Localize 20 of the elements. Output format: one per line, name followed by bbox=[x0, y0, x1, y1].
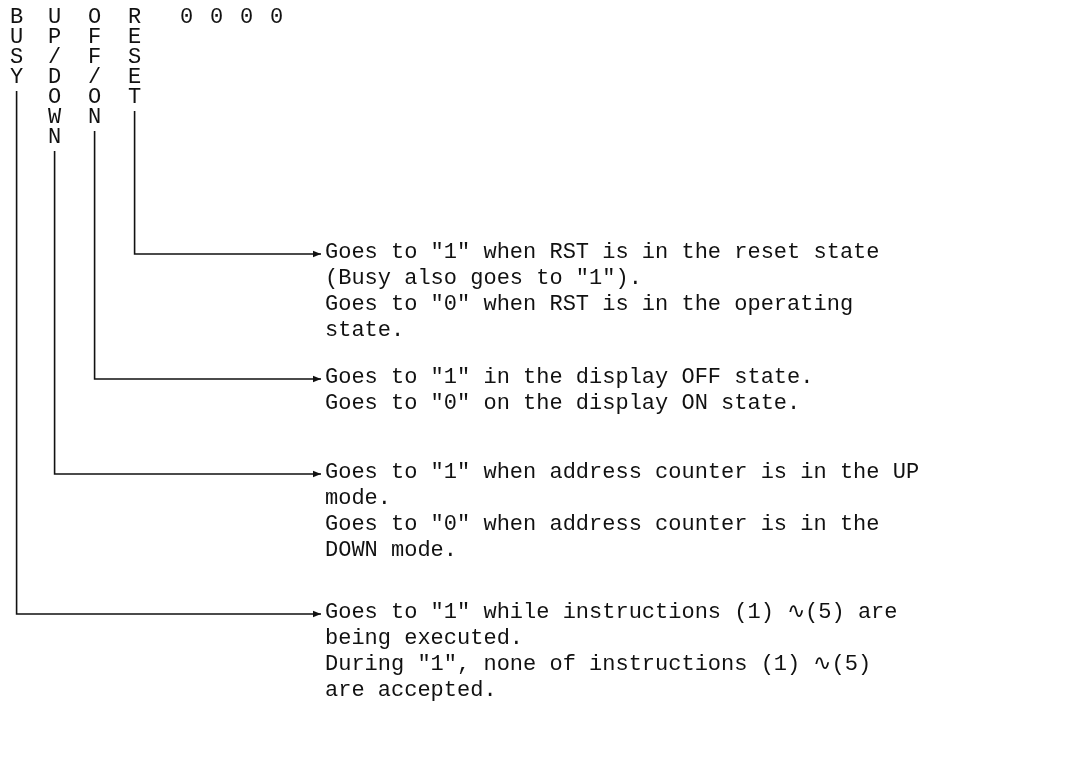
bit-label: RESET bbox=[128, 8, 142, 108]
description-text: Goes to "1" when address counter is in the UP mode. bbox=[325, 460, 920, 512]
bit-value: 0 bbox=[240, 8, 254, 28]
bit-value: 0 bbox=[210, 8, 224, 28]
arrow bbox=[93, 130, 322, 383]
bit-label: BUSY bbox=[10, 8, 24, 88]
description-text: Goes to "1" when RST is in the reset state (Busy also goes to "1"). bbox=[325, 240, 881, 292]
arrow bbox=[133, 110, 322, 258]
arrow bbox=[53, 150, 322, 478]
description-text: During "1", none of instructions (1) ∿(5) are accepted. bbox=[325, 652, 873, 704]
description-text: Goes to "1" while instructions (1) ∿(5) are being executed. bbox=[325, 600, 899, 652]
description-text: Goes to "0" when address counter is in the DOWN mode. bbox=[325, 512, 881, 564]
description-text: Goes to "1" in the display OFF state. bbox=[325, 365, 815, 391]
description-text: Goes to "0" on the display ON state. bbox=[325, 391, 802, 417]
bit-label: OFF/ON bbox=[88, 8, 102, 128]
bit-value: 0 bbox=[270, 8, 284, 28]
bit-value: 0 bbox=[180, 8, 194, 28]
description-text: Goes to "0" when RST is in the operating state. bbox=[325, 292, 855, 344]
bit-label: UP/DOWN bbox=[48, 8, 62, 148]
arrow bbox=[15, 90, 322, 618]
